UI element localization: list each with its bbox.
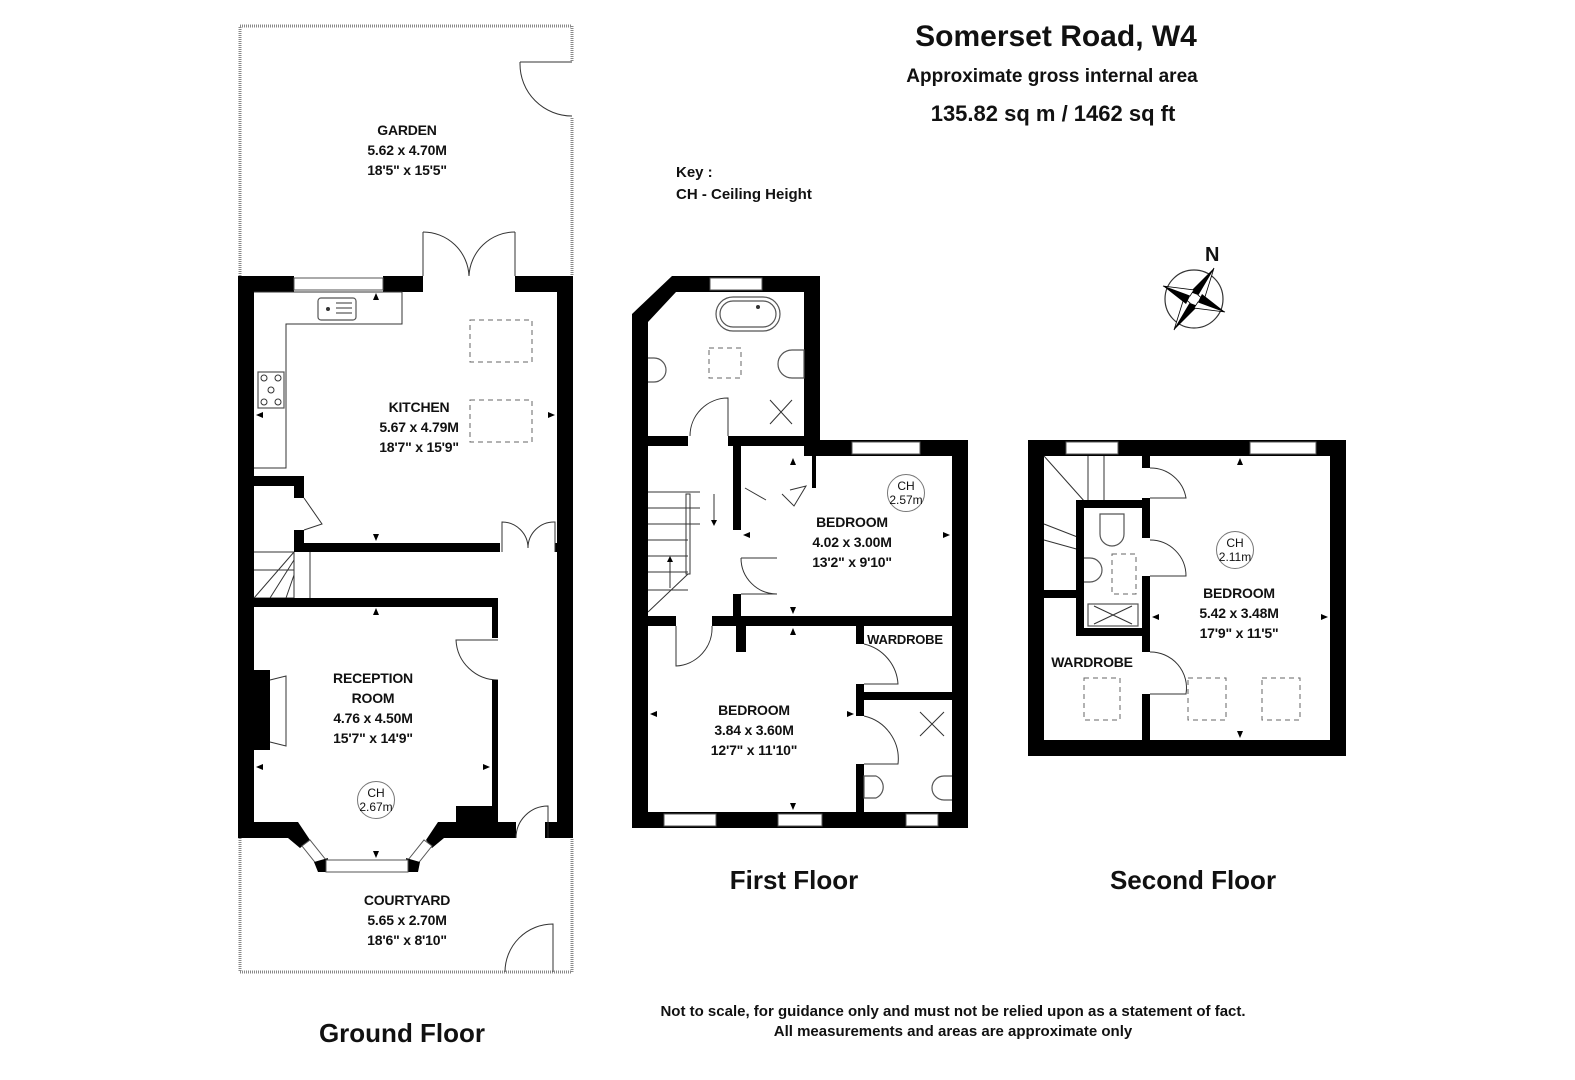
room-label-first-bedroom-rear: BEDROOM 4.02 x 3.00M 13'2" x 9'10" bbox=[812, 512, 892, 572]
room-label-kitchen: KITCHEN 5.67 x 4.79M 18'7" x 15'9" bbox=[379, 397, 459, 457]
room-name: BEDROOM bbox=[816, 514, 888, 530]
room-label-first-wardrobe: WARDROBE bbox=[867, 630, 943, 650]
disclaimer: Not to scale, for guidance only and must… bbox=[660, 1002, 1245, 1042]
second-floor-plan bbox=[1028, 440, 1346, 756]
ch-value: 2.57m bbox=[889, 493, 923, 507]
room-label-reception: RECEPTION ROOM 4.76 x 4.50M 15'7" x 14'9… bbox=[333, 668, 413, 748]
ch-label: CH bbox=[1226, 536, 1244, 550]
room-imperial: 18'6" x 8'10" bbox=[367, 932, 447, 948]
room-imperial: 12'7" x 11'10" bbox=[710, 742, 798, 758]
room-name: RECEPTION bbox=[333, 670, 413, 686]
room-name: WARDROBE bbox=[1051, 654, 1133, 670]
room-label-garden: GARDEN 5.62 x 4.70M 18'5" x 15'5" bbox=[367, 120, 447, 180]
room-name: BEDROOM bbox=[1203, 585, 1275, 601]
compass-rose-icon bbox=[1162, 267, 1226, 331]
plan-title: Somerset Road, W4 bbox=[915, 20, 1197, 53]
room-name: KITCHEN bbox=[388, 399, 450, 415]
room-imperial: 18'7" x 15'9" bbox=[379, 439, 459, 455]
room-imperial: 17'9" x 11'5" bbox=[1199, 625, 1279, 641]
room-metric: 5.67 x 4.79M bbox=[379, 419, 459, 435]
room-metric: 5.42 x 3.48M bbox=[1199, 605, 1279, 621]
ceiling-height-badge-first-bedroom: CH 2.57m bbox=[887, 474, 925, 512]
floor-label-ground: Ground Floor bbox=[318, 1018, 486, 1048]
room-metric: 4.76 x 4.50M bbox=[333, 710, 413, 726]
room-label-second-bedroom: BEDROOM 5.42 x 3.48M 17'9" x 11'5" bbox=[1199, 583, 1279, 643]
room-metric: 3.84 x 3.60M bbox=[714, 722, 794, 738]
room-name: GARDEN bbox=[377, 122, 437, 138]
room-label-second-wardrobe: WARDROBE bbox=[1051, 652, 1133, 672]
room-metric: 5.62 x 4.70M bbox=[367, 142, 447, 158]
room-name: BEDROOM bbox=[718, 702, 790, 718]
room-name-line2: ROOM bbox=[351, 690, 395, 706]
ground-floor-plan bbox=[238, 24, 574, 974]
disclaimer-line-2: All measurements and areas are approxima… bbox=[773, 1023, 1133, 1040]
floor-label-second: Second Floor bbox=[1109, 865, 1277, 895]
room-imperial: 15'7" x 14'9" bbox=[333, 730, 413, 746]
room-metric: 4.02 x 3.00M bbox=[812, 534, 892, 550]
room-label-courtyard: COURTYARD 5.65 x 2.70M 18'6" x 8'10" bbox=[363, 890, 451, 950]
first-floor-plan bbox=[632, 276, 968, 828]
key-heading: Key : bbox=[676, 164, 713, 181]
plan-subtitle: Approximate gross internal area bbox=[906, 66, 1198, 87]
disclaimer-line-1: Not to scale, for guidance only and must… bbox=[660, 1003, 1246, 1020]
ch-label: CH bbox=[367, 786, 385, 800]
ch-value: 2.67m bbox=[359, 800, 393, 814]
ch-label: CH bbox=[897, 479, 915, 493]
gross-area: 135.82 sq m / 1462 sq ft bbox=[930, 101, 1176, 126]
room-name: COURTYARD bbox=[363, 892, 451, 908]
room-imperial: 18'5" x 15'5" bbox=[367, 162, 447, 178]
room-label-first-bedroom-front: BEDROOM 3.84 x 3.60M 12'7" x 11'10" bbox=[710, 700, 798, 760]
ceiling-height-badge-second-bedroom: CH 2.11m bbox=[1216, 531, 1254, 569]
room-name: WARDROBE bbox=[867, 632, 943, 647]
key-legend: Key : CH - Ceiling Height bbox=[676, 162, 812, 206]
floor-label-first: First Floor bbox=[729, 865, 859, 895]
ch-value: 2.11m bbox=[1218, 550, 1252, 564]
ceiling-height-badge-reception: CH 2.67m bbox=[357, 781, 395, 819]
key-entry-ch: CH - Ceiling Height bbox=[676, 186, 812, 203]
compass-north-label: N bbox=[1205, 244, 1220, 266]
room-metric: 5.65 x 2.70M bbox=[367, 912, 447, 928]
room-imperial: 13'2" x 9'10" bbox=[812, 554, 892, 570]
